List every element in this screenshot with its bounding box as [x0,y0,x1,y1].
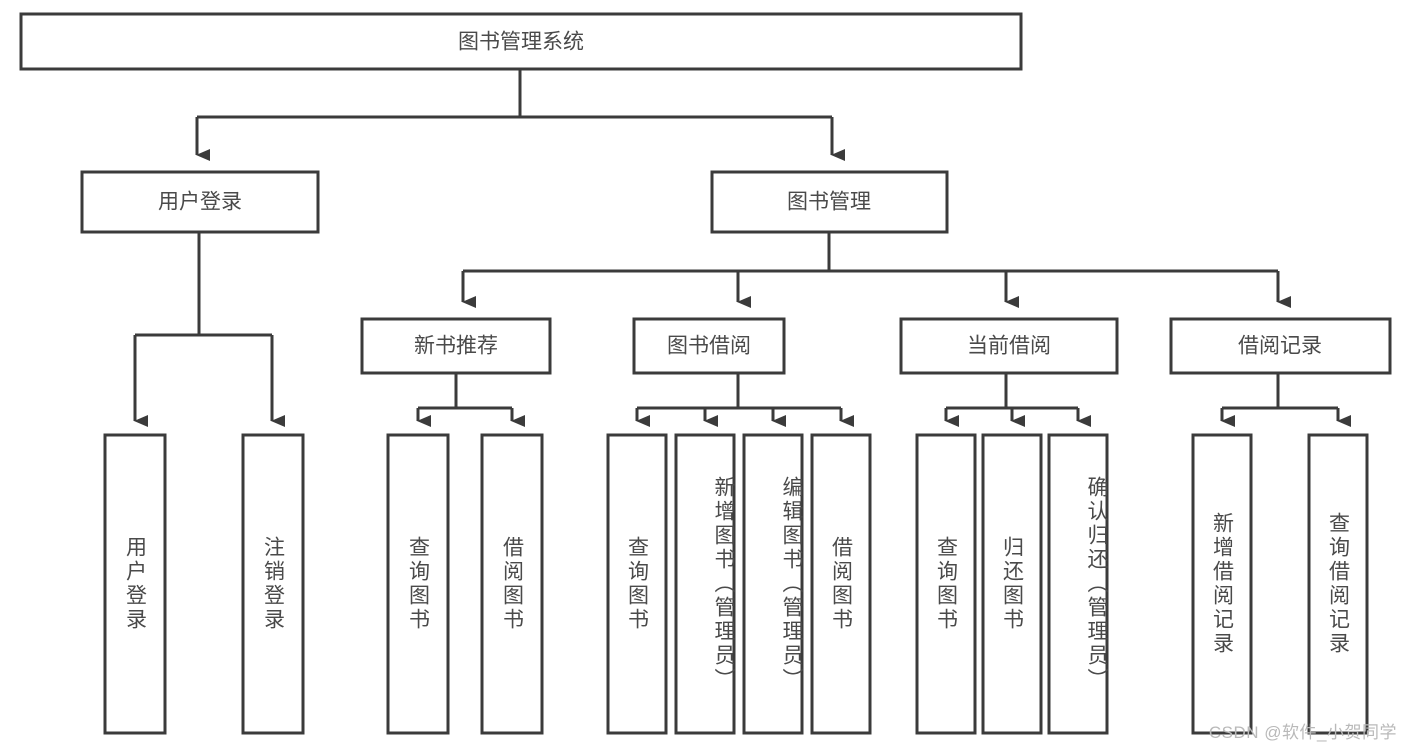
connector-newbook-to-leaves [416,374,525,427]
node-user-login-label: 用户登录 [158,191,242,214]
node-leaf-query-book-1-rect[interactable] [386,433,450,735]
connector-bookborrow-to-leaves [635,374,854,427]
node-leaf-confirm-return-rect[interactable] [1047,433,1109,735]
connector-currentborrow-to-leaves [944,374,1091,427]
node-root-rect[interactable] [19,12,1023,71]
node-borrow-record[interactable]: 借阅记录 [1169,317,1392,375]
node-new-book-rec-rect[interactable] [360,317,552,375]
node-book-borrow-label: 图书借阅 [667,335,751,358]
node-current-borrow-label: 当前借阅 [967,335,1051,358]
node-borrow-record-rect[interactable] [1169,317,1392,375]
node-user-login[interactable]: 用户登录 [80,170,320,234]
node-user-login-rect[interactable] [80,170,320,234]
node-new-book-rec[interactable]: 新书推荐 [360,317,552,375]
node-book-manage[interactable]: 图书管理 [710,170,949,234]
node-leaf-query-record-rect[interactable] [1307,433,1369,735]
connector-bookmanage-to-level2 [461,233,1291,308]
node-leaf-logout-rect[interactable] [241,433,305,735]
connector-root-to-level1 [195,69,845,161]
leaf-boxes [103,433,1369,735]
node-root-label: 图书管理系统 [458,31,584,54]
node-root[interactable]: 图书管理系统 [19,12,1023,71]
node-book-borrow[interactable]: 图书借阅 [632,317,786,375]
node-current-borrow-rect[interactable] [899,317,1119,375]
node-leaf-borrow-book-1-rect[interactable] [480,433,544,735]
node-leaf-edit-book-rect[interactable] [742,433,804,735]
node-leaf-add-book-rect[interactable] [674,433,736,735]
connector-borrowrecord-to-leaves [1220,374,1351,427]
csdn-watermark: CSDN @软件_小贺同学 [1208,723,1397,742]
node-leaf-add-record-rect[interactable] [1191,433,1253,735]
node-leaf-borrow-book-2-rect[interactable] [810,433,872,735]
node-leaf-return-book-rect[interactable] [981,433,1043,735]
node-leaf-query-book-3-rect[interactable] [915,433,977,735]
node-leaf-query-book-2-rect[interactable] [606,433,668,735]
node-current-borrow[interactable]: 当前借阅 [899,317,1119,375]
node-book-borrow-rect[interactable] [632,317,786,375]
node-leaf-user-login-rect[interactable] [103,433,167,735]
connector-userlogin-to-leaves [133,233,285,427]
node-new-book-rec-label: 新书推荐 [414,335,498,358]
node-book-manage-rect[interactable] [710,170,949,234]
node-book-manage-label: 图书管理 [787,191,871,214]
node-borrow-record-label: 借阅记录 [1238,335,1322,358]
